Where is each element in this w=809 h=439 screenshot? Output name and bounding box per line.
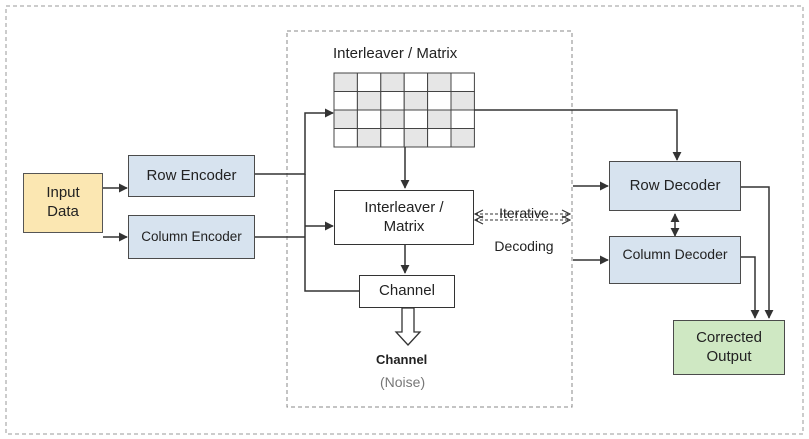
channel-box: Channel	[359, 275, 455, 308]
grid-cell	[356, 72, 382, 92]
grid-cell	[333, 128, 358, 148]
grid-cell	[380, 91, 405, 111]
grid-cell	[450, 72, 475, 92]
grid-cell	[333, 91, 358, 111]
grid-cell	[427, 128, 452, 148]
grid-cell	[427, 109, 452, 129]
grid-cell	[427, 91, 452, 111]
line-row-decoder-to-output	[741, 186, 774, 319]
grid-cell	[427, 72, 452, 92]
grid-cell	[403, 72, 429, 92]
row-decoder-box: Row Decoder	[609, 161, 741, 211]
grid-cell	[450, 91, 475, 111]
line-row-encoder-out	[255, 108, 334, 175]
interleaver-grid	[333, 72, 475, 148]
grid-cell	[356, 128, 382, 148]
grid-cell	[356, 109, 382, 129]
grid-cell	[450, 128, 475, 148]
grid-cell	[356, 91, 382, 111]
hollow-arrow-channel	[394, 307, 422, 346]
grid-cell	[333, 72, 358, 92]
grid-cell	[403, 128, 429, 148]
grid-cell	[450, 109, 475, 129]
column-decoder-box: Column Decoder	[609, 236, 741, 284]
interleaver-region	[286, 30, 573, 408]
grid-cell	[333, 109, 358, 129]
noise-caption: (Noise)	[380, 374, 426, 390]
corrected-output-box: Corrected Output	[673, 320, 785, 375]
channel-caption: Channel	[376, 352, 428, 367]
line-to-channel	[304, 226, 359, 292]
iterative-decoding-label: Iterative Decoding	[494, 205, 554, 254]
column-encoder-box: Column Encoder	[128, 215, 255, 259]
grid-cell	[380, 72, 405, 92]
grid-cell	[380, 109, 405, 129]
interleaver-title: Interleaver / Matrix	[333, 45, 458, 62]
row-encoder-box: Row Encoder	[128, 155, 255, 197]
grid-cell	[403, 91, 429, 111]
grid-cell	[403, 109, 429, 129]
outer-frame	[5, 5, 804, 435]
arrow-grid-to-row-decoder	[474, 109, 682, 161]
line-column-decoder-to-output	[741, 256, 760, 319]
grid-cell	[380, 128, 405, 148]
input-data-box: Input Data	[23, 173, 103, 233]
interleaver-matrix-box: Interleaver / Matrix	[334, 190, 474, 245]
